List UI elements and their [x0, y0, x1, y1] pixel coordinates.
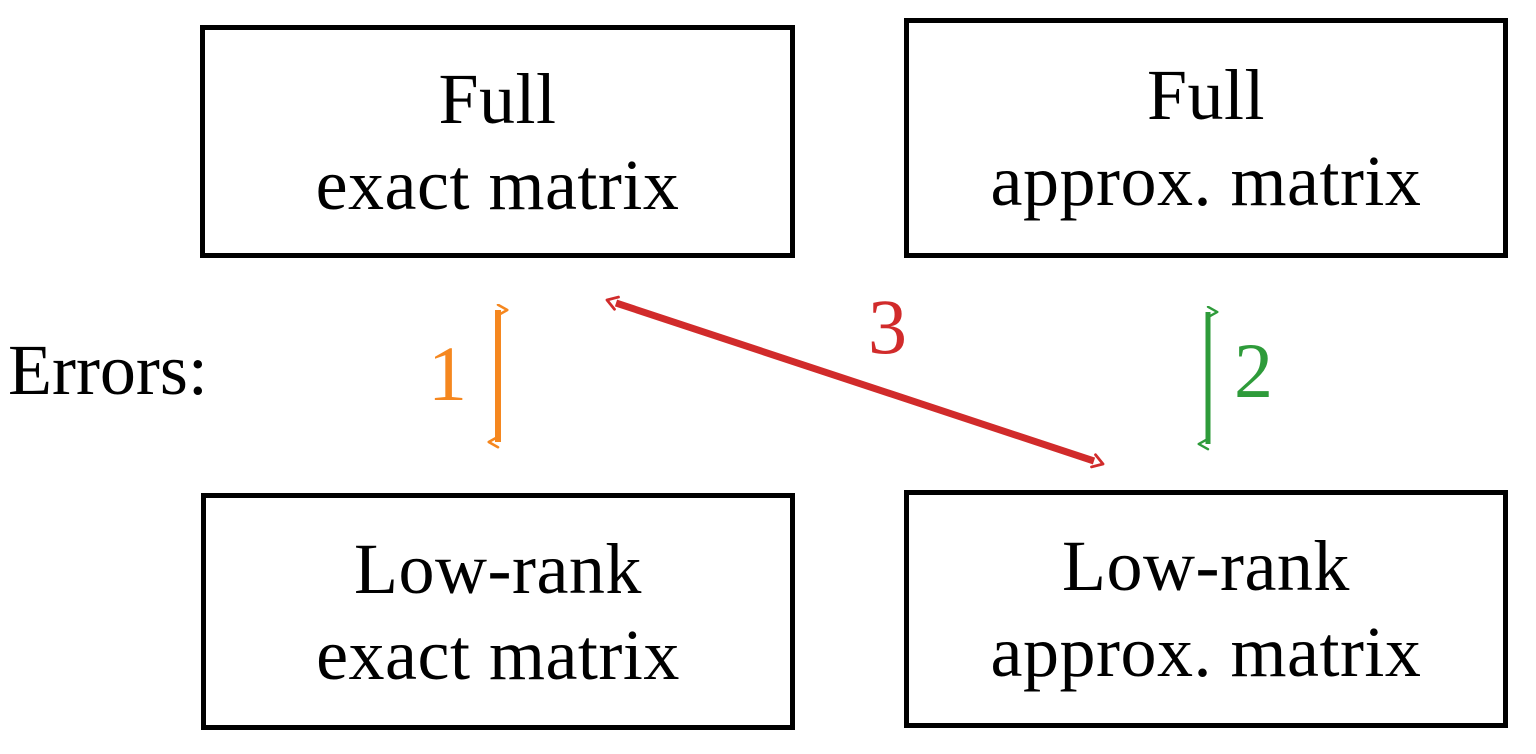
error-2-label: 2 — [1234, 327, 1273, 414]
box-full-approx-matrix-line1: Full — [1146, 55, 1266, 135]
box-full-approx-matrix-line2: approx. matrix — [990, 141, 1422, 221]
box-low-rank-approx-matrix: Low-rank approx. matrix — [904, 490, 1508, 728]
box-full-exact-matrix-line1: Full — [438, 58, 557, 139]
box-low-rank-exact-matrix-line2: exact matrix — [316, 614, 680, 695]
error-1-label: 1 — [428, 330, 467, 417]
error-2-double-arrow-icon — [1170, 292, 1250, 467]
error-1-double-arrow-icon — [460, 290, 540, 465]
error-3-label: 3 — [868, 283, 907, 370]
box-full-exact-matrix: Full exact matrix — [200, 25, 795, 258]
box-low-rank-exact-matrix-line1: Low-rank — [354, 528, 642, 609]
errors-label: Errors: — [8, 330, 208, 410]
box-full-exact-matrix-line2: exact matrix — [315, 144, 680, 225]
box-low-rank-approx-matrix-line2: approx. matrix — [990, 612, 1422, 692]
box-low-rank-exact-matrix: Low-rank exact matrix — [201, 493, 795, 730]
box-low-rank-approx-matrix-line1: Low-rank — [1062, 526, 1350, 606]
error-3-double-arrow-icon — [605, 295, 1105, 469]
box-full-approx-matrix: Full approx. matrix — [904, 18, 1508, 258]
